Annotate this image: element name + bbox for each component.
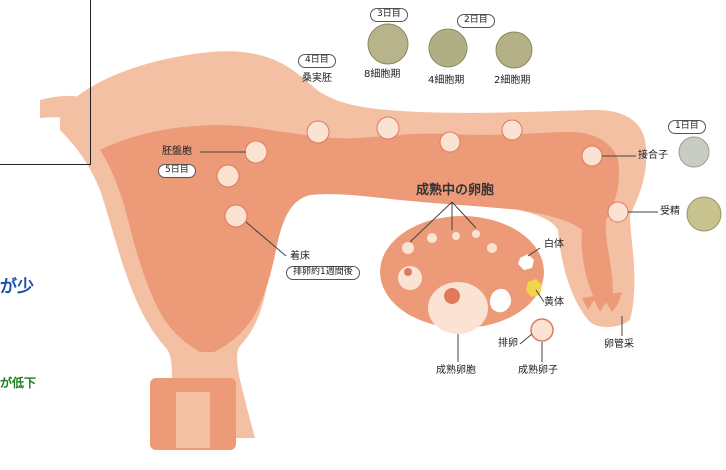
corpus-albicans-label: 白体 bbox=[544, 240, 564, 250]
small-follicle-1-egg bbox=[404, 268, 412, 276]
leader-ovulation bbox=[520, 334, 532, 344]
mature-follicle-egg bbox=[444, 288, 460, 304]
micrograph-zygote bbox=[679, 137, 709, 167]
day1-label: 1日目 bbox=[668, 120, 706, 134]
small-follicle-6 bbox=[487, 243, 497, 253]
side-text-green: が低下 bbox=[0, 374, 36, 391]
zygote-label: 接合子 bbox=[638, 151, 668, 161]
cell2-label: 2細胞期 bbox=[494, 76, 530, 86]
stage-implantation-cell bbox=[225, 205, 247, 227]
uterine-cavity bbox=[100, 125, 619, 352]
stage-fertilization-cell bbox=[608, 202, 628, 222]
stage-blastocyst-cell-1 bbox=[245, 141, 267, 163]
corpus-luteum-label: 黄体 bbox=[544, 298, 564, 308]
small-follicle-2 bbox=[402, 242, 414, 254]
ovulated-egg bbox=[531, 319, 553, 341]
micrograph-4cell bbox=[429, 29, 467, 67]
micrograph-2cell bbox=[496, 32, 532, 68]
stage-4cell-cell bbox=[440, 132, 460, 152]
implantation-note: 排卵約1週間後 bbox=[286, 266, 360, 280]
fimbriae-label: 卵管采 bbox=[604, 340, 634, 350]
cell8-label: 8細胞期 bbox=[364, 70, 400, 80]
stage-blastocyst-cell-2 bbox=[217, 165, 239, 187]
maturing-follicle-label: 成熟中の卵胞 bbox=[416, 184, 494, 197]
mature-follicle-label: 成熟卵胞 bbox=[436, 366, 476, 376]
morula-label: 桑実胚 bbox=[302, 74, 332, 84]
mature-follicle-shape bbox=[428, 282, 488, 334]
cervix-inner bbox=[176, 392, 210, 448]
stage-2cell-cell bbox=[502, 120, 522, 140]
micrograph-fertilized bbox=[687, 197, 721, 231]
day2-label: 2日目 bbox=[457, 14, 495, 28]
small-follicle-5 bbox=[472, 230, 480, 238]
day4-label: 4日目 bbox=[298, 54, 336, 68]
side-text-blue: が少 bbox=[0, 272, 34, 297]
day3-label: 3日目 bbox=[370, 8, 408, 22]
stage-morula-cell bbox=[307, 121, 329, 143]
micrograph-8cell bbox=[368, 24, 408, 64]
stage-zygote-cell bbox=[582, 146, 602, 166]
stage-8cell-cell bbox=[377, 117, 399, 139]
blastocyst-label: 胚盤胞 bbox=[162, 147, 192, 157]
implantation-label: 着床 bbox=[290, 252, 310, 262]
day5-label: 5日目 bbox=[158, 164, 196, 178]
ovulation-label: 排卵 bbox=[498, 339, 518, 349]
panel-frame bbox=[0, 0, 91, 165]
fertilization-label: 受精 bbox=[660, 207, 680, 217]
cell4-label: 4細胞期 bbox=[428, 76, 464, 86]
small-follicle-3 bbox=[427, 233, 437, 243]
mature-egg-label: 成熟卵子 bbox=[518, 366, 558, 376]
small-follicle-4 bbox=[452, 232, 460, 240]
